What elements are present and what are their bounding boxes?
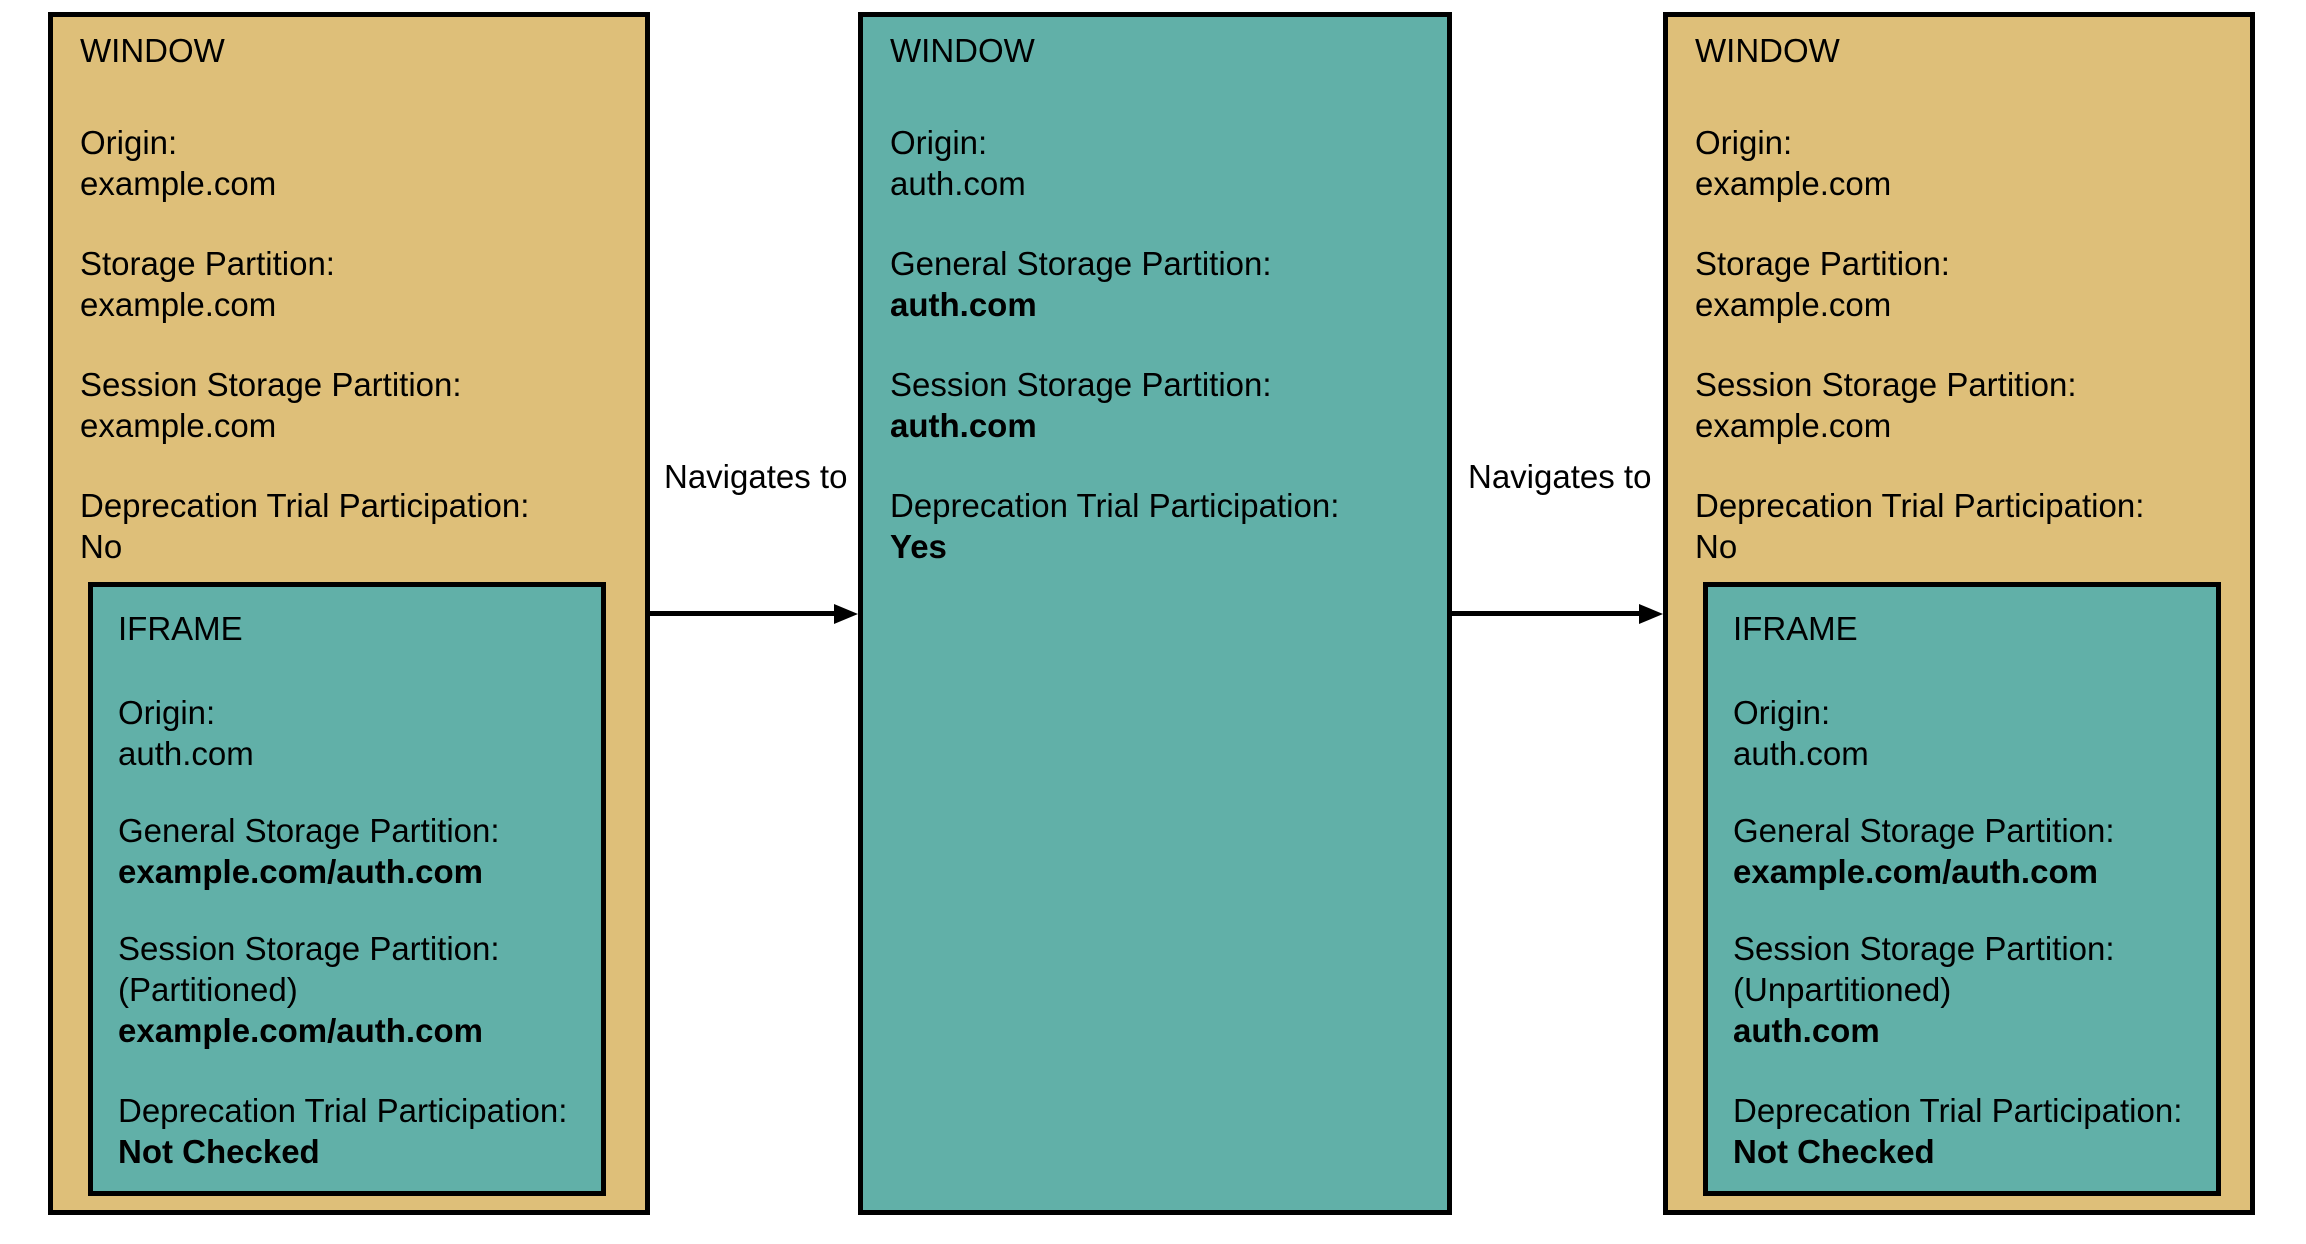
field-value: example.com [1695,286,1892,323]
arrow-shaft [650,611,834,616]
field-label-qualifier: (Partitioned) [118,971,298,1008]
field-value: example.com [1695,407,1892,444]
field-label: Deprecation Trial Participation: [1733,1092,2183,1129]
iframe-field-deprecation-trial-3: Deprecation Trial Participation: Not Che… [1733,1090,2182,1172]
arrow-navigates-to-1 [650,600,858,626]
field-value: auth.com [890,407,1037,444]
field-value: Not Checked [118,1133,320,1170]
field-label: Storage Partition: [1695,245,1950,282]
field-label: General Storage Partition: [1733,812,2115,849]
field-value: example.com/auth.com [118,1012,483,1049]
field-value: example.com/auth.com [118,853,483,890]
window-field-storage-partition-1: Storage Partition: example.com [80,243,335,325]
window-field-origin-1: Origin: example.com [80,122,276,204]
window-box-2 [858,12,1452,1215]
arrow-shaft [1452,611,1639,616]
arrow-head-icon [1639,604,1663,624]
field-value: example.com [80,286,277,323]
field-value: Not Checked [1733,1133,1935,1170]
window-field-session-storage-partition-3: Session Storage Partition: example.com [1695,364,2077,446]
window-title-2: WINDOW [890,32,1035,69]
window-field-session-storage-partition-1: Session Storage Partition: example.com [80,364,462,446]
window-field-deprecation-trial-2: Deprecation Trial Participation: Yes [890,485,1339,567]
iframe-field-general-storage-partition-3: General Storage Partition: example.com/a… [1733,810,2115,892]
window-field-general-storage-partition-2: General Storage Partition: auth.com [890,243,1272,325]
iframe-field-origin-1: Origin: auth.com [118,692,254,774]
field-label: Session Storage Partition: [118,930,500,967]
field-label: Origin: [1695,124,1793,161]
field-value: example.com [80,165,277,202]
field-label: Origin: [890,124,988,161]
iframe-field-session-storage-partition-3: Session Storage Partition: (Unpartitione… [1733,928,2115,1051]
iframe-box-3 [1703,582,2221,1196]
field-label: General Storage Partition: [890,245,1272,282]
field-label: Origin: [1733,694,1831,731]
window-field-session-storage-partition-2: Session Storage Partition: auth.com [890,364,1272,446]
field-label: Deprecation Trial Participation: [890,487,1340,524]
field-value: No [80,528,123,565]
arrow-navigates-to-2 [1452,600,1663,626]
field-label: Session Storage Partition: [1695,366,2077,403]
iframe-field-session-storage-partition-1: Session Storage Partition: (Partitioned)… [118,928,500,1051]
field-label: Session Storage Partition: [890,366,1272,403]
field-value: auth.com [1733,735,1869,772]
window-field-origin-3: Origin: example.com [1695,122,1891,204]
iframe-title-3: IFRAME [1733,610,1858,647]
field-value: example.com [1695,165,1892,202]
window-title-1: WINDOW [80,32,225,69]
field-label: Deprecation Trial Participation: [80,487,530,524]
field-label: Session Storage Partition: [80,366,462,403]
field-label: Deprecation Trial Participation: [118,1092,568,1129]
arrow-head-icon [834,604,858,624]
window-field-storage-partition-3: Storage Partition: example.com [1695,243,1950,325]
iframe-box-1 [88,582,606,1196]
arrow-label-2: Navigates to [1468,458,1652,495]
field-label: Storage Partition: [80,245,335,282]
arrow-label-1: Navigates to [664,458,848,495]
window-title-3: WINDOW [1695,32,1840,69]
field-value: Yes [890,528,947,565]
field-label: Session Storage Partition: [1733,930,2115,967]
field-value: auth.com [118,735,254,772]
field-label-qualifier: (Unpartitioned) [1733,971,1952,1008]
window-field-deprecation-trial-3: Deprecation Trial Participation: No [1695,485,2144,567]
iframe-field-deprecation-trial-1: Deprecation Trial Participation: Not Che… [118,1090,567,1172]
field-label: Deprecation Trial Participation: [1695,487,2145,524]
field-label: Origin: [80,124,178,161]
field-value: No [1695,528,1738,565]
iframe-field-origin-3: Origin: auth.com [1733,692,1869,774]
field-value: example.com [80,407,277,444]
iframe-field-general-storage-partition-1: General Storage Partition: example.com/a… [118,810,500,892]
field-value: auth.com [890,165,1026,202]
window-field-origin-2: Origin: auth.com [890,122,1026,204]
field-value: example.com/auth.com [1733,853,2098,890]
field-label: Origin: [118,694,216,731]
field-value: auth.com [890,286,1037,323]
field-value: auth.com [1733,1012,1880,1049]
window-field-deprecation-trial-1: Deprecation Trial Participation: No [80,485,529,567]
iframe-title-1: IFRAME [118,610,243,647]
field-label: General Storage Partition: [118,812,500,849]
